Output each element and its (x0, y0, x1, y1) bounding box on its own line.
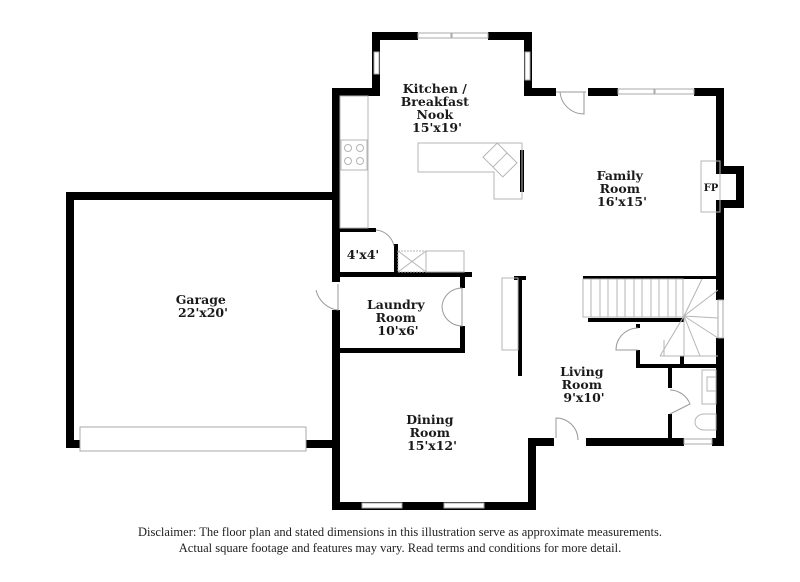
walls (66, 32, 744, 510)
stove-icon (340, 139, 368, 171)
room-label-laundry: Laundry Room 10'x6' (367, 297, 429, 338)
room-label-dining: Dining Room 15'x12' (406, 412, 458, 453)
room-label-living: Living Room 9'x10' (560, 364, 608, 405)
washer-icon (397, 250, 465, 273)
garage-door (79, 426, 307, 452)
disclaimer-line-1: Disclaimer: The floor plan and stated di… (138, 525, 662, 539)
room-label-kitchen: Kitchen / Breakfast Nook 15'x19' (401, 81, 474, 135)
fireplace-label: FP (704, 183, 719, 194)
toilet-icon (694, 413, 717, 431)
windows (79, 32, 724, 509)
sink-icon (482, 142, 518, 178)
disclaimer-line-2: Actual square footage and features may v… (178, 541, 622, 555)
room-label-garage: Garage 22'x20' (176, 292, 231, 320)
fixtures (339, 95, 721, 431)
disclaimer: Disclaimer: The floor plan and stated di… (0, 524, 800, 556)
bath-sink-icon (706, 376, 717, 392)
room-labels: Kitchen / Breakfast Nook 15'x19' Family … (176, 81, 719, 453)
vanity (701, 369, 717, 405)
room-label-pantry: 4'x4' (347, 247, 380, 262)
doors (315, 91, 691, 441)
fireplace (700, 160, 721, 213)
stairs (582, 278, 719, 357)
room-label-family: Family Room 16'x15' (597, 168, 648, 209)
